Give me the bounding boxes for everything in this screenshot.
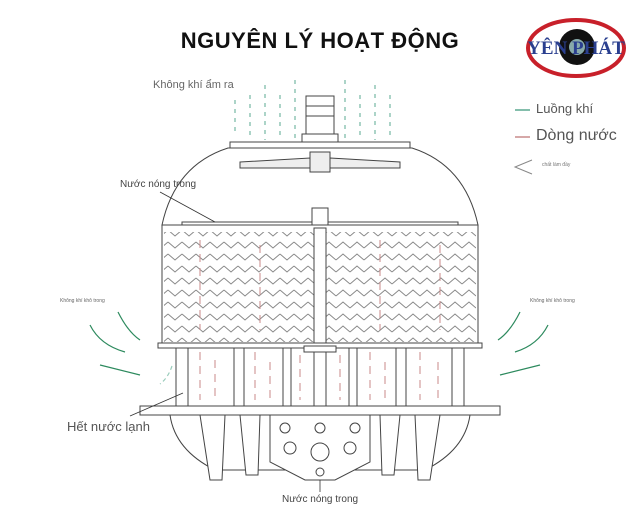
label-dry-air-left: Không khí khô trong <box>60 298 105 304</box>
water-flow <box>199 240 441 400</box>
legend-fill-icon <box>513 159 533 175</box>
logo: YÊN PHÁT <box>526 18 626 78</box>
fan-motor <box>301 95 339 143</box>
basin-plate <box>139 405 501 416</box>
label-warm-air-out: Không khí ẩm ra <box>153 79 234 91</box>
label-hot-water-top: Nước nóng trong <box>120 179 197 190</box>
page-title: NGUYÊN LÝ HOẠT ĐỘNG <box>180 28 460 53</box>
svg-text:YÊN PHÁT: YÊN PHÁT <box>527 37 625 59</box>
dry-air-flow <box>89 311 549 385</box>
warm-air-flow <box>234 80 391 140</box>
rain-zone <box>175 345 465 407</box>
legend-water: Dòng nước <box>536 127 617 144</box>
label-hot-water-bottom: Nước nóng trong <box>282 494 359 505</box>
fan <box>239 151 401 173</box>
legend-fill: chất làm đầy <box>542 162 571 168</box>
label-cold-water-out: Hết nước lạnh <box>67 419 150 434</box>
legend-air: Luồng khí <box>536 101 594 116</box>
tower-legs <box>199 414 441 481</box>
tower-cap <box>229 141 411 149</box>
pipe-connectors <box>279 422 361 477</box>
label-dry-air-right: Không khí khô trong <box>530 298 575 304</box>
label-pointers <box>129 191 321 492</box>
